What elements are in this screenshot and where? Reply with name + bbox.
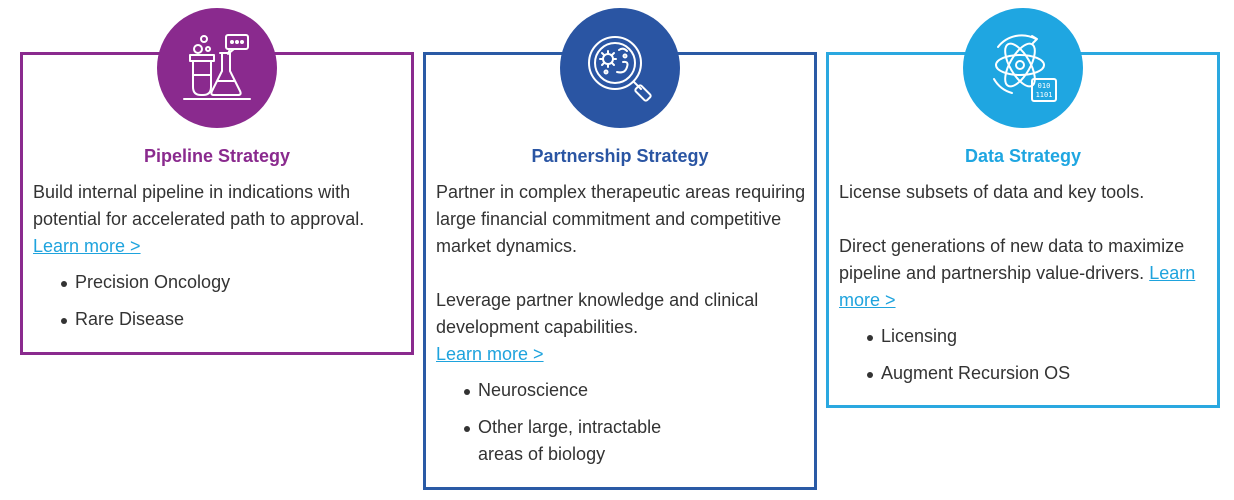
- list-item: Precision Oncology: [61, 269, 403, 296]
- list-item: Other large, intractable areas of biolog…: [464, 414, 698, 468]
- data-strategy-paragraph: License subsets of data and key tools.: [839, 182, 1145, 202]
- partnership-strategy-text: Leverage partner knowledge and clinical …: [436, 290, 759, 337]
- partnership-strategy-paragraph: Leverage partner knowledge and clinical …: [436, 287, 806, 368]
- partnership-learn-more-link[interactable]: Learn more >: [436, 344, 544, 364]
- lab-flask-icon: [183, 34, 251, 100]
- atom-data-icon: 010 1101: [993, 34, 1057, 102]
- data-strategy-text: Direct generations of new data to maximi…: [839, 236, 1185, 283]
- list-item: Augment Recursion OS: [867, 360, 1209, 387]
- pipeline-strategy-text: Build internal pipeline in indications w…: [33, 182, 365, 229]
- svg-text:1101: 1101: [1036, 91, 1053, 99]
- pipeline-learn-more-link[interactable]: Learn more >: [33, 236, 141, 256]
- list-item: Neuroscience: [464, 377, 806, 404]
- partnership-strategy-paragraph: Partner in complex therapeutic areas req…: [436, 182, 806, 256]
- data-strategy-paragraph: Direct generations of new data to maximi…: [839, 233, 1209, 314]
- data-strategy-body: License subsets of data and key tools. D…: [839, 179, 1209, 397]
- pipeline-strategy-description: Build internal pipeline in indications w…: [33, 179, 403, 260]
- pipeline-strategy-title: Pipeline Strategy: [143, 146, 291, 166]
- pipeline-badge: [157, 8, 277, 128]
- data-badge: 010 1101: [963, 8, 1083, 128]
- microscope-magnifier-icon: [588, 36, 652, 102]
- list-item: Rare Disease: [61, 306, 403, 333]
- data-learn-more-link[interactable]: Learn more >: [839, 263, 1196, 310]
- data-strategy-bullets: Licensing Augment Recursion OS: [839, 323, 1209, 387]
- partnership-strategy-title: Partnership Strategy: [531, 146, 709, 166]
- pipeline-strategy-bullets: Precision Oncology Rare Disease: [33, 269, 403, 333]
- svg-text:010: 010: [1038, 82, 1051, 90]
- list-item: Licensing: [867, 323, 1209, 350]
- partnership-strategy-bullets: Neuroscience Other large, intractable ar…: [436, 377, 806, 468]
- data-strategy-title: Data Strategy: [964, 146, 1082, 166]
- partnership-badge: [560, 8, 680, 128]
- pipeline-strategy-body: Build internal pipeline in indications w…: [33, 179, 403, 343]
- partnership-strategy-body: Partner in complex therapeutic areas req…: [436, 179, 806, 478]
